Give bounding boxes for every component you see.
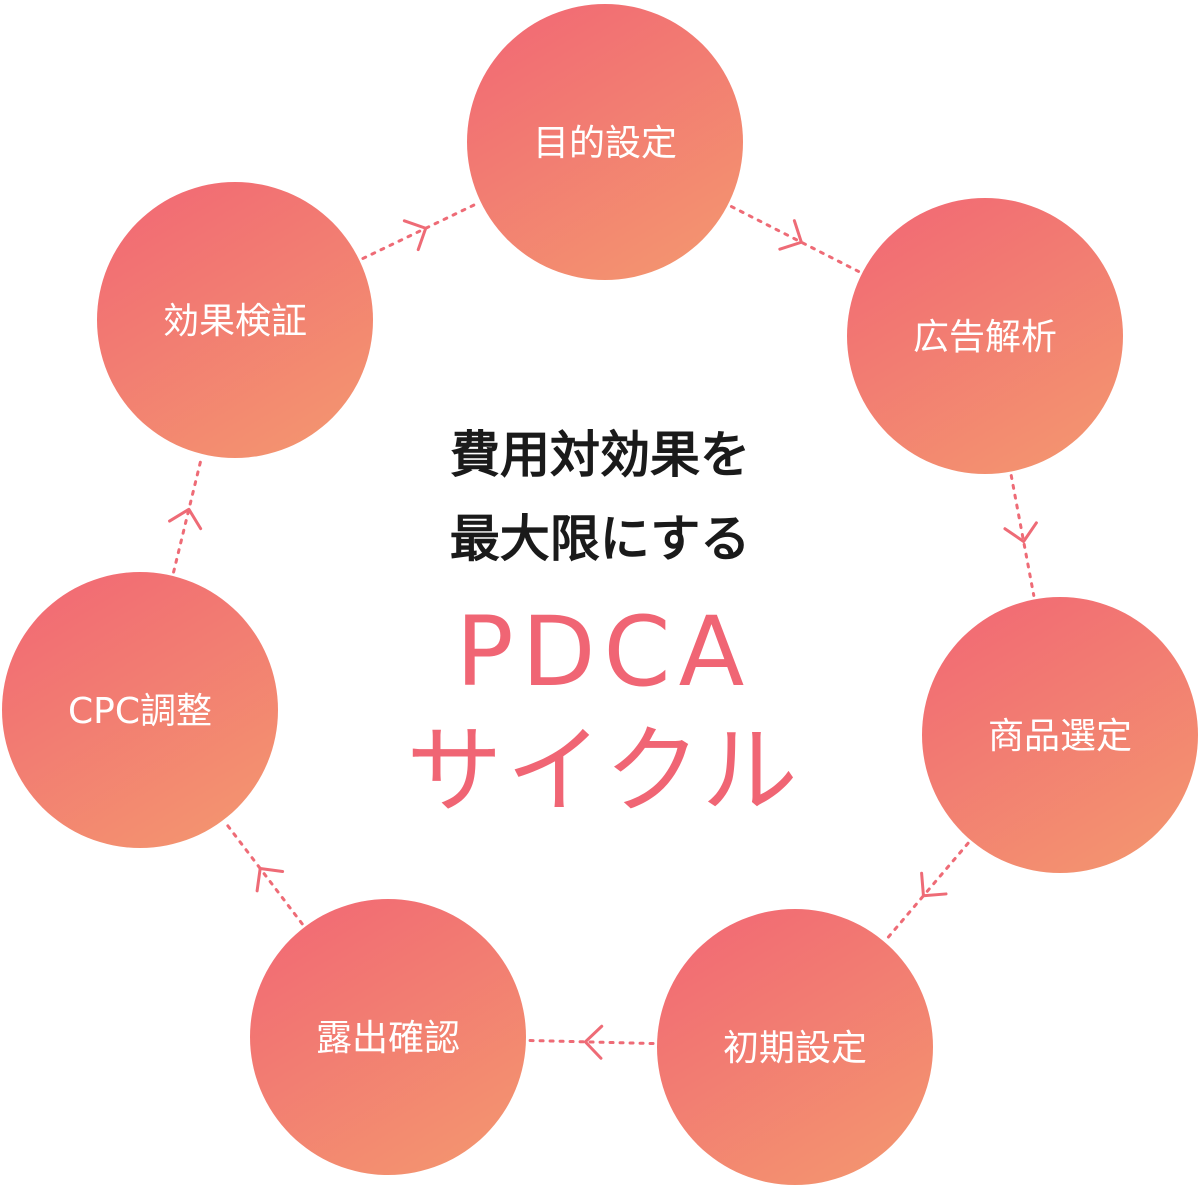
node-label: 広告解析 — [913, 317, 1057, 358]
node-goal-setting: 目的設定 — [467, 4, 743, 280]
node-label: 商品選定 — [988, 716, 1132, 757]
center-text: 費用対効果を 最大限にする PDCA サイクル — [406, 426, 801, 827]
connector-arrow-icon — [168, 507, 203, 531]
connector-line — [1009, 474, 1036, 597]
center-title-cycle: サイクル — [406, 715, 801, 827]
connector-arrow-icon — [402, 219, 428, 252]
node-circle — [467, 4, 743, 280]
center-heading-line1: 費用対効果を — [450, 426, 750, 484]
node-label: 目的設定 — [533, 123, 677, 164]
center-heading-line2: 最大限にする — [450, 510, 751, 568]
node-effect-verification: 効果検証 — [97, 182, 373, 458]
connector-arrow-icon — [778, 219, 803, 251]
node-initial-setup: 初期設定 — [657, 909, 933, 1185]
node-cpc-adjustment: CPC調整 — [2, 572, 278, 848]
node-circle — [250, 899, 526, 1175]
node-circle — [657, 909, 933, 1185]
node-ad-analysis: 広告解析 — [847, 198, 1123, 474]
node-label: 露出確認 — [316, 1018, 460, 1059]
connector-line — [172, 456, 203, 574]
node-label: 効果検証 — [163, 301, 307, 342]
node-circle — [97, 182, 373, 458]
node-product-selection: 商品選定 — [922, 597, 1198, 873]
node-circle — [922, 597, 1198, 873]
connector-line — [885, 841, 970, 941]
node-circle — [2, 572, 278, 848]
node-label: 初期設定 — [723, 1028, 867, 1069]
connector-arrow-icon — [920, 871, 948, 898]
connector-arrow-icon — [1003, 521, 1038, 543]
connector-line — [729, 205, 861, 273]
node-exposure-check: 露出確認 — [250, 899, 526, 1175]
connector-arrow-icon — [255, 866, 285, 893]
node-circle — [847, 198, 1123, 474]
cycle-connectors — [168, 202, 1038, 1060]
connector-line — [224, 821, 304, 926]
center-title-pdca: PDCA — [456, 596, 753, 708]
connector-line — [528, 1038, 655, 1046]
node-label: CPC調整 — [68, 691, 212, 732]
connector-arrow-icon — [583, 1024, 604, 1060]
connector-line — [361, 202, 479, 260]
